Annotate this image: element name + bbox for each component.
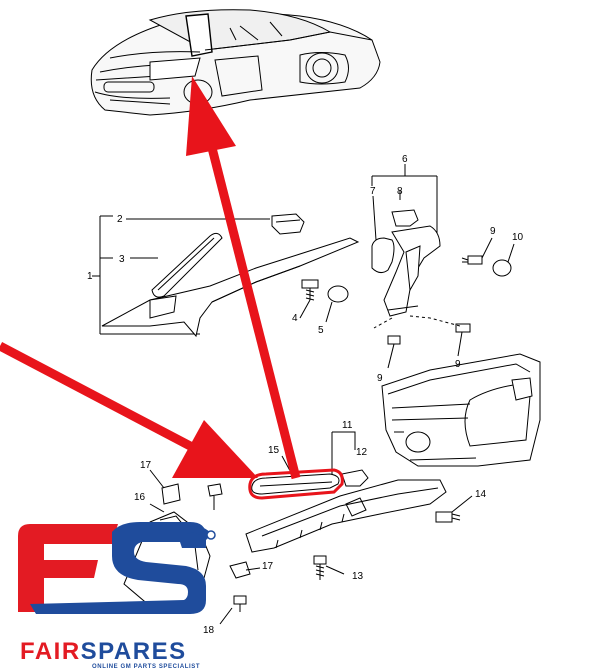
arrow-to-car-head [186, 76, 236, 156]
logo-wordmark: FAIRSPARES [20, 638, 187, 665]
callout-1: 1 [87, 271, 93, 282]
callout-17-bottom: 17 [262, 561, 274, 572]
callout-17-top: 17 [140, 460, 152, 471]
callout-13: 13 [352, 571, 364, 582]
callout-6: 6 [402, 154, 408, 165]
logo-dot [206, 530, 216, 540]
callout-9-left: 9 [377, 373, 383, 384]
logo-f-mark [18, 524, 118, 612]
callout-3: 3 [119, 254, 125, 265]
quarter-trim-panel [381, 353, 541, 467]
callout-labels: 1 2 3 4 5 6 7 8 9 10 9 9 11 12 13 14 15 … [87, 154, 524, 636]
callout-5: 5 [318, 325, 324, 336]
callout-9-right: 9 [455, 359, 461, 370]
rear-pillar-group [371, 164, 515, 369]
pillar-trim-group [92, 213, 360, 338]
callout-18: 18 [203, 625, 215, 636]
arrow-to-car-shaft [205, 138, 301, 480]
logo-s-mark [30, 522, 206, 614]
red-arrows [0, 76, 344, 500]
arrow-to-part-head [172, 420, 258, 478]
callout-10: 10 [512, 232, 524, 243]
callout-7: 7 [370, 186, 376, 197]
callout-9-upper: 9 [490, 226, 496, 237]
car-illustration [90, 9, 381, 116]
callout-11: 11 [342, 420, 353, 431]
logo-swoosh-tail [186, 526, 212, 540]
callout-14: 14 [475, 489, 487, 500]
callout-2: 2 [117, 214, 123, 225]
callout-4: 4 [292, 313, 298, 324]
callout-12: 12 [356, 447, 368, 458]
callout-8: 8 [397, 186, 403, 197]
logo-tagline: ONLINE GM PARTS SPECIALIST [92, 664, 200, 670]
fairspares-logo: FAIRSPARES ONLINE GM PARTS SPECIALIST [18, 522, 216, 670]
arrow-to-part-shaft [0, 342, 197, 452]
callout-15: 15 [268, 445, 280, 456]
callout-16: 16 [134, 492, 146, 503]
